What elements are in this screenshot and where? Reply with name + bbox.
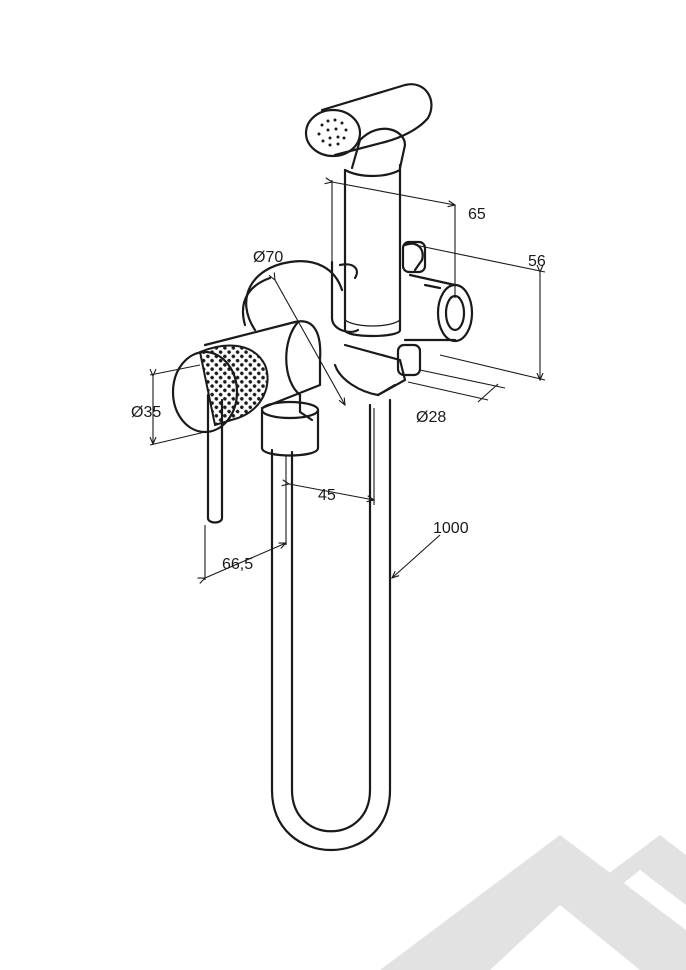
holder-bracket: [330, 240, 474, 397]
dim-label-hose: 1000: [433, 520, 469, 537]
spray-nozzle-icon: [317, 118, 348, 147]
dim-label-projection: 66,5: [222, 556, 253, 573]
hose: [270, 398, 392, 851]
dim-label-spacing: 45: [318, 487, 336, 504]
dim-label-handle: Ø35: [131, 404, 161, 421]
wall-rosette: [241, 260, 344, 332]
dimension-lines: [150, 180, 546, 580]
dim-label-rosette: Ø70: [253, 249, 283, 266]
handle-knurl: [198, 344, 269, 427]
dim-label-depth: 65: [468, 206, 486, 223]
dim-label-holder: Ø28: [416, 409, 446, 426]
logo-watermark-icon: [380, 835, 686, 970]
hand-shower: [304, 83, 433, 338]
dim-label-height: 56: [528, 253, 546, 270]
dimension-labels: Ø70 Ø35 Ø28 65 56 45 66,5 1000: [131, 206, 546, 573]
